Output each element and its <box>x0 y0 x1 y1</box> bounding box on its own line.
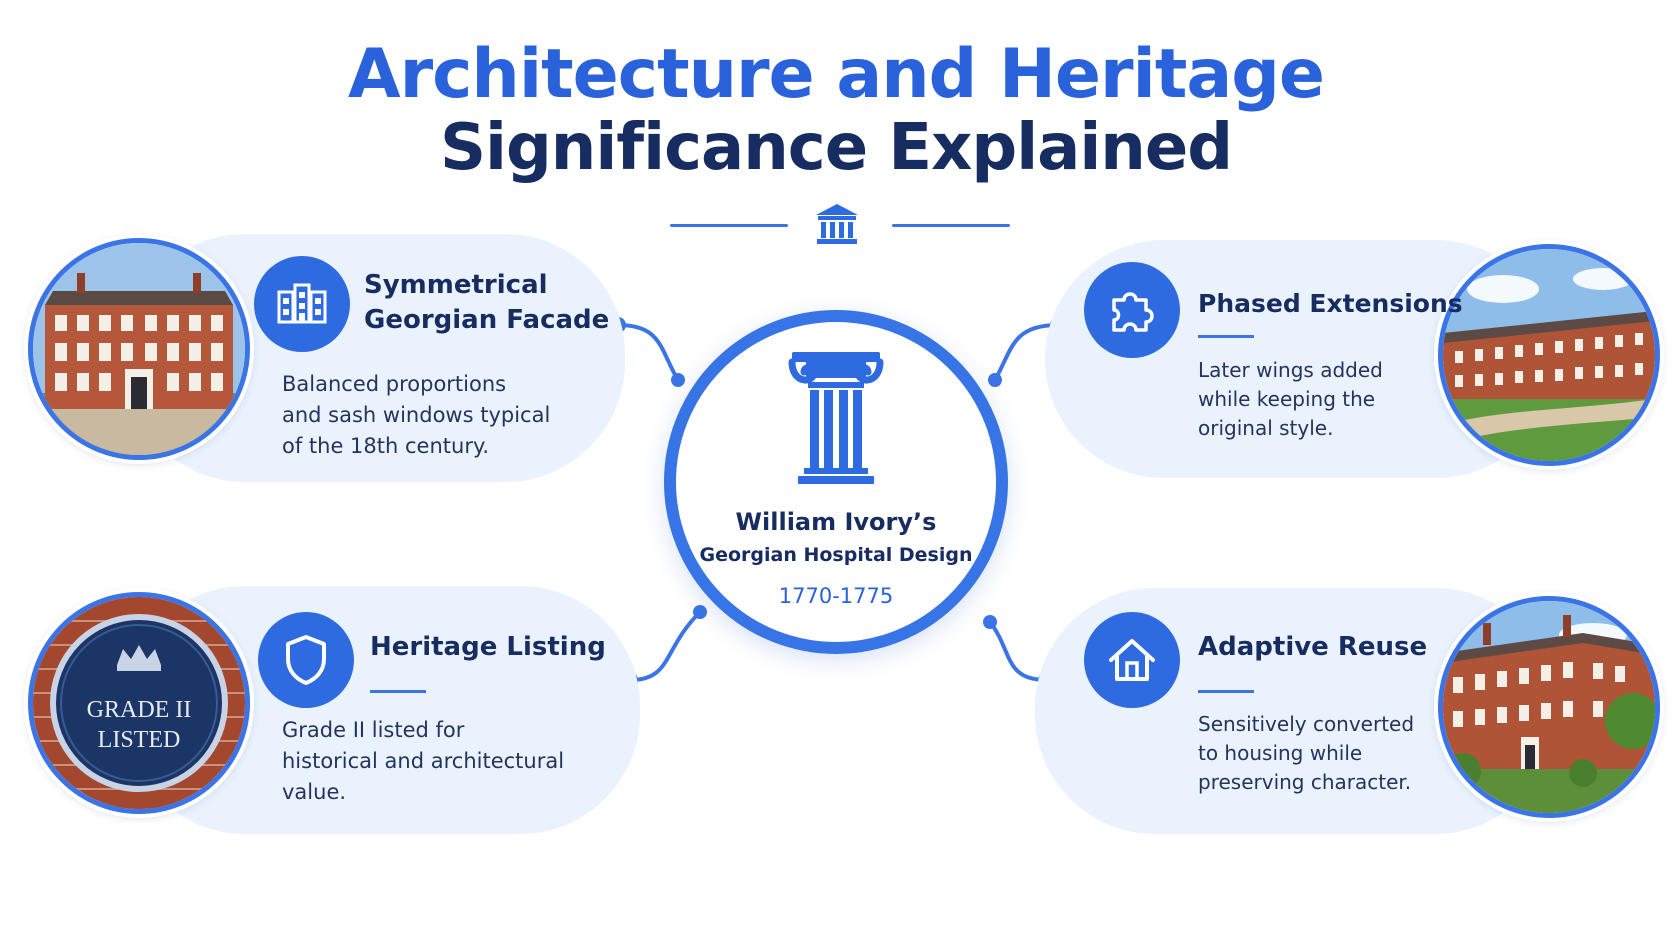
card-listing-text-line3: value. <box>282 780 347 804</box>
card-facade-text-line2: and sash windows typical <box>282 403 551 427</box>
card-extensions-title: Phased Extensions <box>1198 289 1463 318</box>
grade-listed-plaque-photo: GRADE II LISTED <box>28 592 250 814</box>
card-reuse-title: Adaptive Reuse <box>1198 632 1428 662</box>
card-listing-text-line1: Grade II listed for <box>282 718 465 742</box>
card-extensions-text-line2: while keeping the <box>1198 387 1376 411</box>
page-title: Architecture and Heritage <box>347 35 1325 114</box>
card-reuse-text-line1: Sensitively converted <box>1198 712 1415 736</box>
card-reuse-text-line3: preserving character. <box>1198 770 1412 794</box>
georgian-building-photo <box>28 238 250 460</box>
card-facade-text-line3: of the 18th century. <box>282 434 490 458</box>
museum-icon <box>816 204 858 244</box>
card-reuse-underline <box>1198 690 1254 693</box>
house-icon <box>1084 612 1180 708</box>
card-facade-title-line2: Georgian Facade <box>364 305 610 335</box>
shield-icon <box>258 612 354 708</box>
card-facade-title-line1: Symmetrical <box>364 270 548 300</box>
hub-years: 1770-1775 <box>778 584 894 608</box>
building-icon <box>254 256 350 352</box>
card-extensions-underline <box>1198 335 1254 338</box>
divider-right <box>892 224 1010 227</box>
hub-subtitle: Georgian Hospital Design <box>699 544 973 566</box>
page-subtitle: Significance Explained <box>439 111 1233 185</box>
card-listing-text-line2: historical and architectural <box>282 749 565 773</box>
card-extensions-text-line3: original style. <box>1198 416 1334 440</box>
card-reuse-text-line2: to housing while <box>1198 741 1363 765</box>
converted-housing-photo <box>1438 596 1660 818</box>
card-facade-text-line1: Balanced proportions <box>282 372 507 396</box>
column-icon <box>788 352 884 484</box>
plaque-grade-text: GRADE II <box>87 697 192 723</box>
card-listing-title: Heritage Listing <box>370 632 606 662</box>
card-extensions-text-line1: Later wings added <box>1198 358 1383 382</box>
card-listing-underline <box>370 690 426 693</box>
central-hub: William Ivory’s Georgian Hospital Design… <box>664 310 1008 654</box>
divider-left <box>670 224 788 227</box>
extended-wings-photo <box>1438 244 1660 466</box>
hub-title: William Ivory’s <box>735 508 937 536</box>
plaque-listed-text: LISTED <box>98 727 181 753</box>
puzzle-icon <box>1084 262 1180 358</box>
